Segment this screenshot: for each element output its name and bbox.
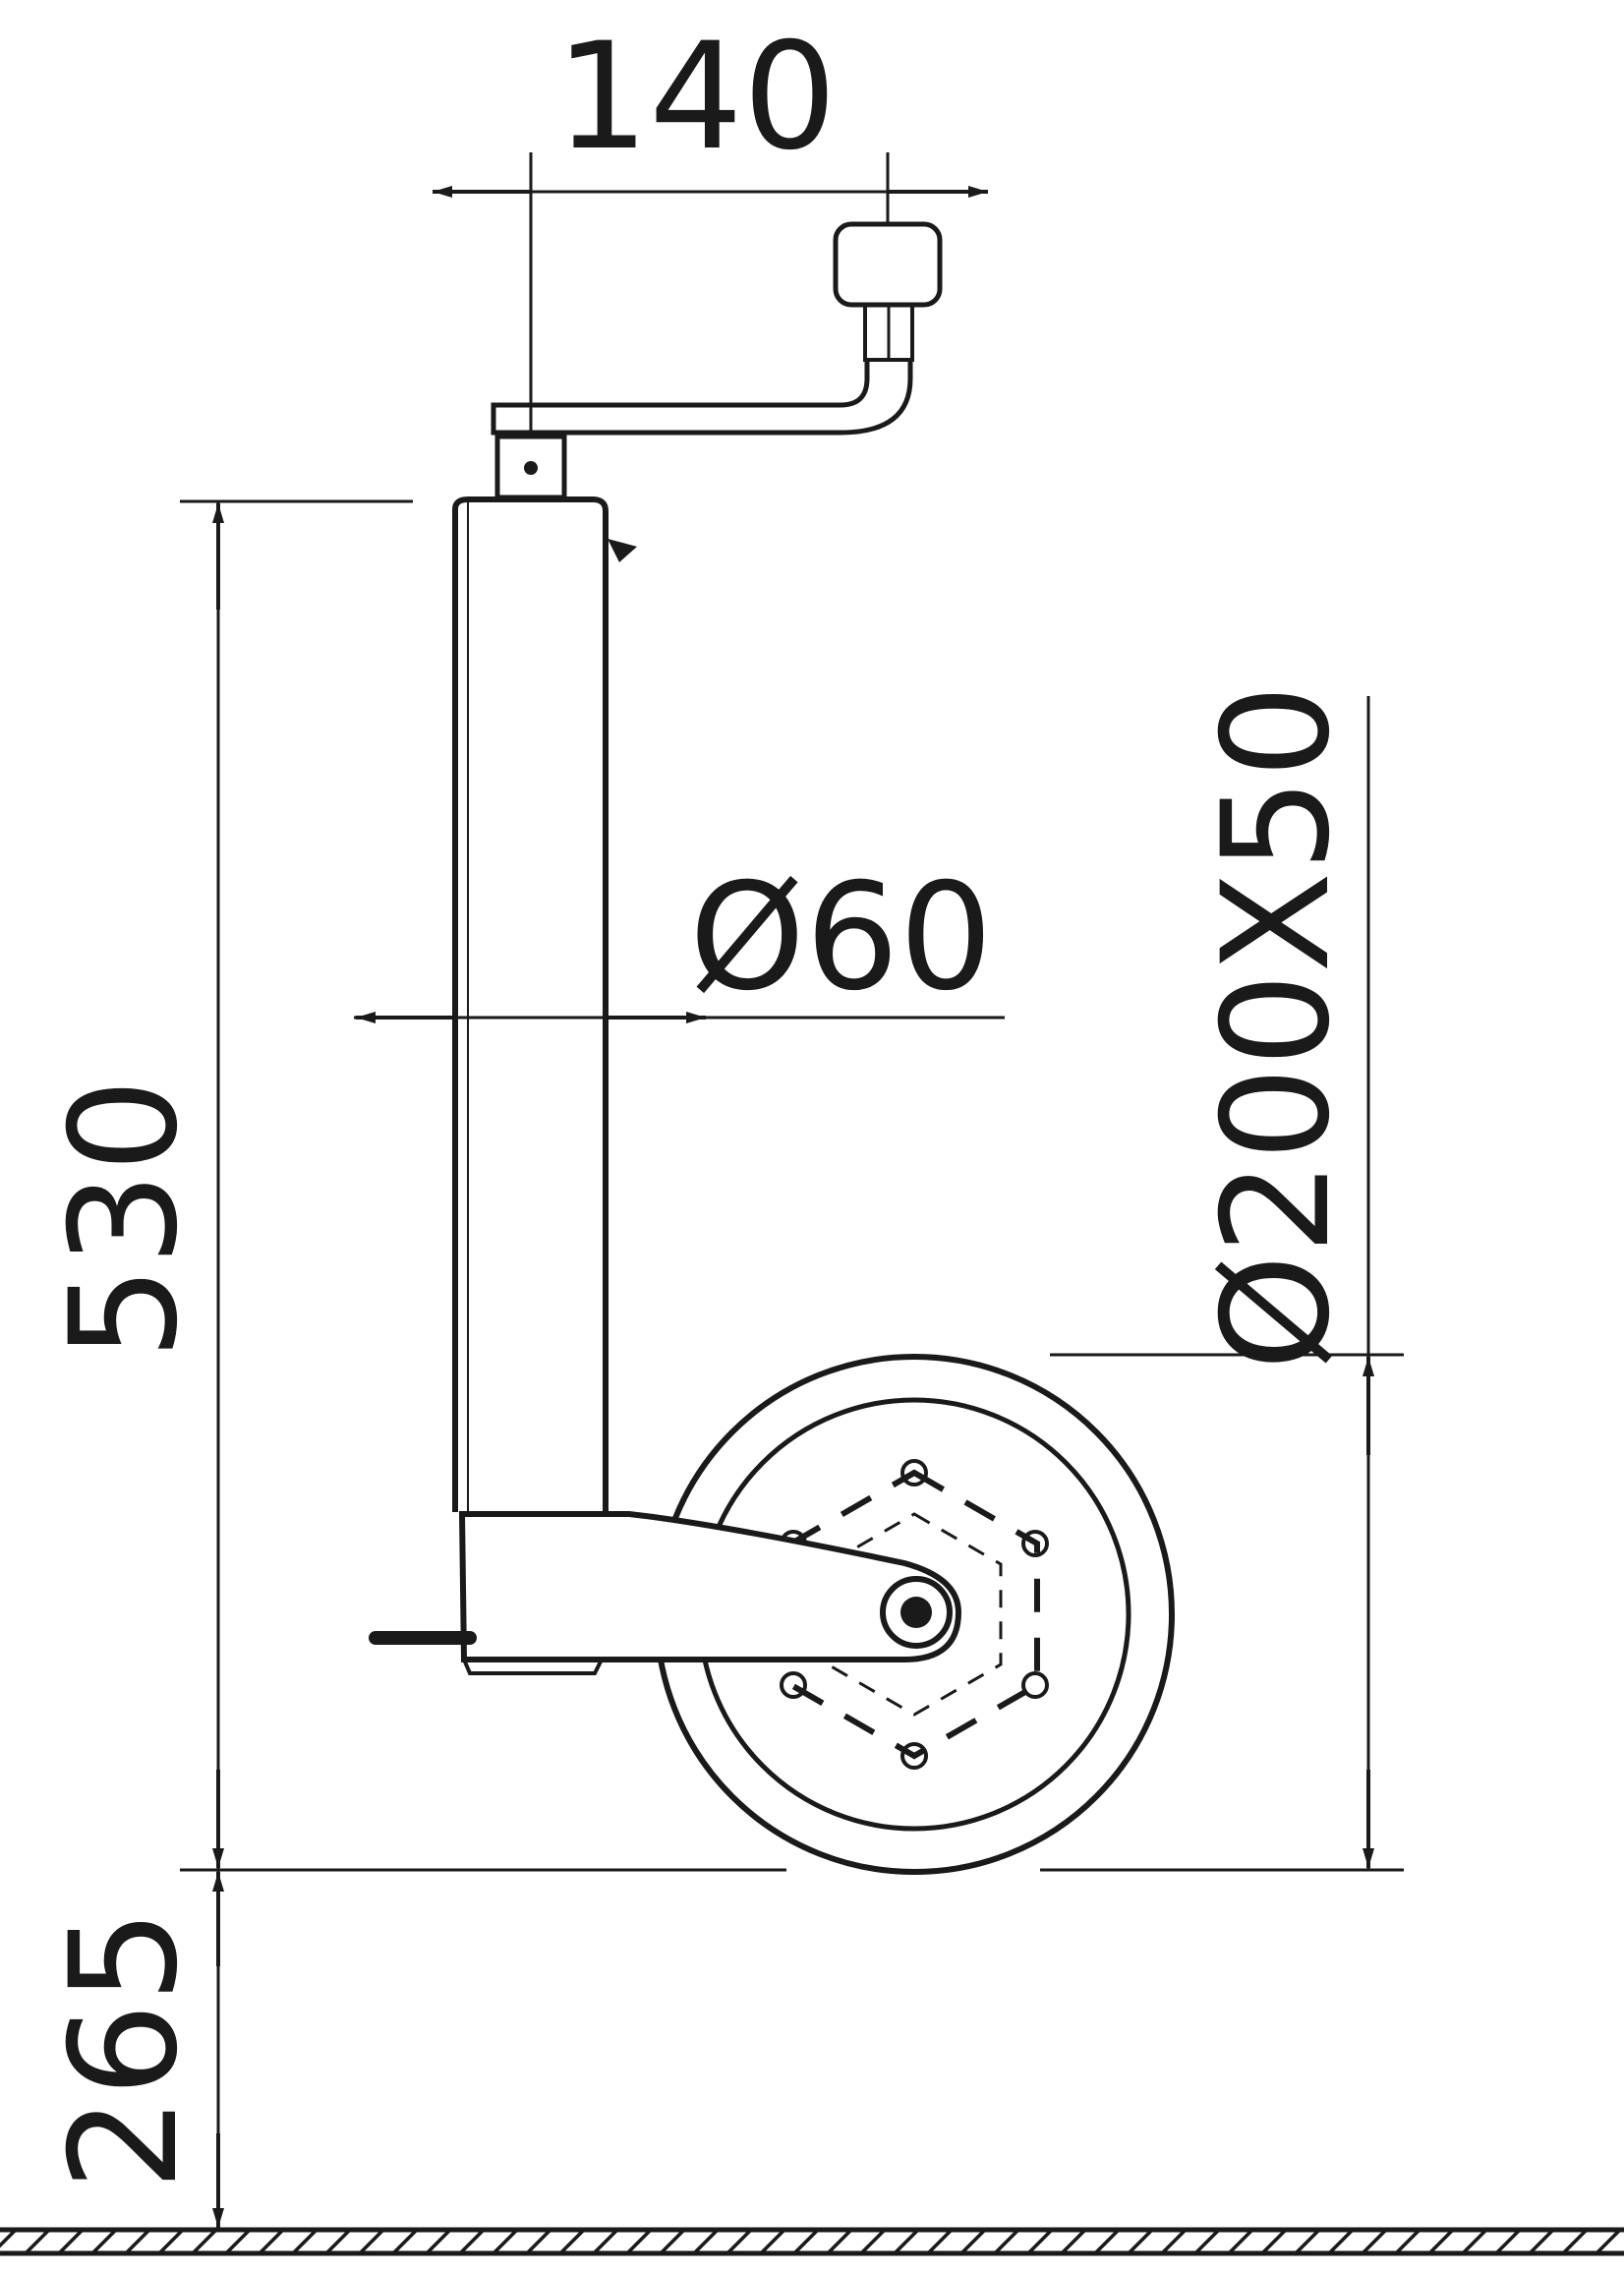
dimension-ground-offset: 265 bbox=[39, 1870, 224, 2230]
crank-handle bbox=[491, 221, 943, 500]
height-label: 530 bbox=[39, 1079, 210, 1360]
dimension-height: 530 bbox=[39, 499, 786, 1872]
dimension-tube-diameter: Ø60 bbox=[354, 852, 1005, 1023]
wheel-fork bbox=[369, 1511, 962, 1675]
ground bbox=[0, 2227, 1624, 2256]
crank-offset-label: 140 bbox=[555, 12, 837, 183]
dimension-wheel-size: Ø200X50 bbox=[1040, 684, 1404, 1872]
tube-diameter-label: Ø60 bbox=[689, 852, 993, 1023]
jack-tube bbox=[452, 496, 637, 1512]
wheel-size-label: Ø200X50 bbox=[1191, 684, 1363, 1370]
dimension-crank-offset: 140 bbox=[433, 12, 988, 437]
clamp-knob-icon bbox=[608, 539, 637, 562]
ground-offset-label: 265 bbox=[39, 1909, 210, 2190]
